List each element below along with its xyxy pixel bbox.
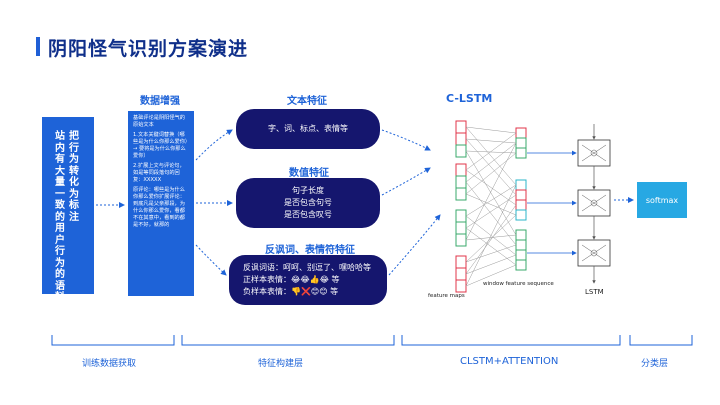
arrow-irony-to-clstm: [388, 214, 441, 276]
irony-features-pill: 反讽词语：呵呵、别逗了、嘿哈哈等 正样本表情：😂😂👍😂 等 负样本表情：👎❌😊😊…: [229, 255, 387, 305]
window-sequence-column: [515, 127, 527, 271]
augment-paragraph: 原评论：哪些是为什么你那么爱你扩展评论：到底凡是父亲那段，为什么你那么爱你，看都…: [133, 187, 185, 228]
clstm-title: C-LSTM: [446, 92, 493, 105]
augment-paragraph: 基础评论是阴阳怪气的原始文本: [133, 115, 185, 128]
text-features-pill: 字、词、标点、表情等: [236, 109, 380, 149]
irony-line-value: 呵呵、别逗了、嘿哈哈等: [283, 263, 371, 272]
irony-features-title: 反讽词、表情符特征: [265, 245, 355, 256]
lstm-cell-3: [577, 239, 611, 267]
numeric-features-title: 数值特征: [289, 168, 329, 179]
numeric-features-pill: 句子长度 是否包含句号 是否包含叹号: [236, 178, 380, 228]
irony-line: 负样本表情：👎❌😊😊 等: [243, 286, 338, 298]
irony-line-value: 👎❌😊😊 等: [291, 287, 339, 296]
feature-map-red-3: [455, 255, 467, 293]
feature-map-red-1: [455, 120, 467, 158]
corpus-text-col-1: 把行为转化为标注: [69, 131, 79, 223]
feature-maps-label: feature maps: [428, 293, 465, 299]
augment-box: 基础评论是阴阳怪气的原始文本 1.文本关键词替换（哪些是为什么你那么爱你）→ 要…: [128, 111, 194, 296]
arrow-numeric-to-clstm: [381, 167, 431, 196]
page-title: 阴阳怪气识别方案演进: [48, 38, 249, 60]
irony-line-value: 😂😂👍😂 等: [291, 275, 340, 284]
irony-line: 反讽词语：呵呵、别逗了、嘿哈哈等: [243, 262, 371, 274]
irony-line-label: 正样本表情：: [243, 275, 291, 284]
numeric-features-item: 是否包含叹号: [284, 210, 332, 219]
arrow-augment-to-irony: [195, 244, 227, 276]
lstm-cell-1: [577, 139, 611, 167]
lstm-label: LSTM: [585, 288, 604, 296]
augment-title: 数据增强: [140, 96, 180, 107]
irony-line-label: 负样本表情：: [243, 287, 291, 296]
corpus-text-col-2: 站内有大量一致的用户行为的语料: [55, 131, 65, 303]
arrow-text-to-clstm: [381, 129, 431, 151]
bottom-label-classification: 分类层: [641, 359, 669, 369]
augment-paragraph: 2.扩展上文与评论句，如是等同段落句的回复：XXXXX: [133, 163, 185, 183]
bottom-label-training-data: 训练数据获取: [82, 359, 137, 369]
irony-line: 正样本表情：😂😂👍😂 等: [243, 274, 340, 286]
numeric-features-item: 句子长度: [292, 186, 324, 195]
text-features-item: 字、词、标点、表情等: [268, 124, 348, 133]
softmax-box: softmax: [637, 182, 687, 218]
text-features-title: 文本特征: [287, 96, 327, 107]
augment-paragraph: 1.文本关键词替换（哪些是为什么你那么爱你）→ 要将是为什么你那么爱你）: [133, 132, 188, 159]
bottom-label-clstm: CLSTM+ATTENTION: [460, 356, 559, 367]
feature-map-red-2: [455, 163, 467, 201]
title-accent-bar: [36, 37, 40, 56]
bottom-label-feature-layer: 特征构建层: [258, 359, 304, 369]
arrow-augment-to-text: [195, 129, 233, 161]
irony-line-label: 反讽词语：: [243, 263, 283, 272]
corpus-box: 把行为转化为标注 站内有大量一致的用户行为的语料: [42, 117, 94, 303]
lstm-cell-2: [577, 189, 611, 217]
cross-connections: [465, 126, 517, 287]
window-sequence-label: window feature sequence: [483, 281, 554, 287]
numeric-features-item: 是否包含句号: [284, 198, 332, 207]
bottom-brackets: [51, 335, 693, 346]
feature-map-green: [455, 209, 467, 247]
